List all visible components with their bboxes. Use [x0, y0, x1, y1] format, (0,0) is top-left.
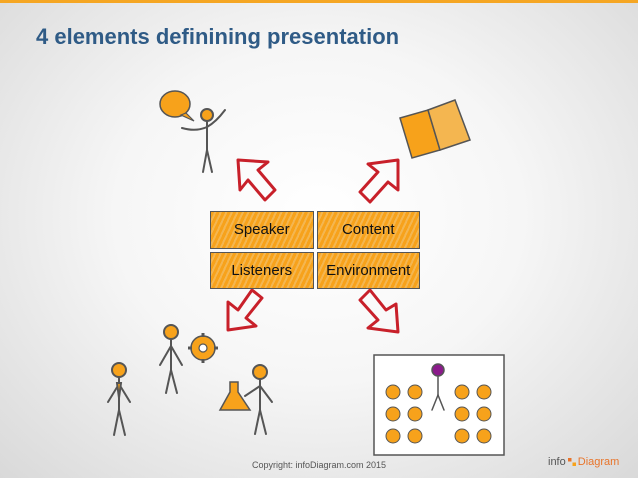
speaker-cell: Speaker — [210, 211, 314, 249]
page-title: 4 elements definining presentation — [36, 24, 400, 49]
audience-room-icon — [373, 354, 505, 456]
speaker-figure-icon — [181, 108, 226, 173]
listener-figure-icon — [159, 324, 183, 394]
elements-grid: Speaker Content Listeners Environment — [210, 211, 420, 289]
listener-figure-icon — [244, 364, 273, 435]
brand-mark-icon — [567, 458, 576, 466]
flask-icon — [218, 381, 252, 411]
copyright-text: Copyright: infoDiagram.com 2015 — [251, 460, 387, 470]
gear-icon — [188, 333, 218, 363]
speech-bubble-icon — [159, 90, 195, 122]
brand-part1: info — [548, 456, 566, 468]
arrow-to-speaker — [236, 158, 277, 202]
top-accent-bar — [0, 0, 638, 3]
brand-part2: Diagram — [577, 456, 620, 468]
arrow-to-listeners — [226, 288, 264, 332]
content-cell: Content — [316, 211, 420, 249]
listener-figure-icon — [107, 362, 131, 436]
brand-logo: info Diagram — [548, 456, 619, 468]
listeners-cell: Listeners — [210, 251, 314, 289]
open-book-icon — [399, 99, 471, 159]
arrow-to-environment — [358, 288, 400, 334]
environment-cell: Environment — [316, 251, 420, 289]
arrow-to-content — [358, 158, 400, 204]
